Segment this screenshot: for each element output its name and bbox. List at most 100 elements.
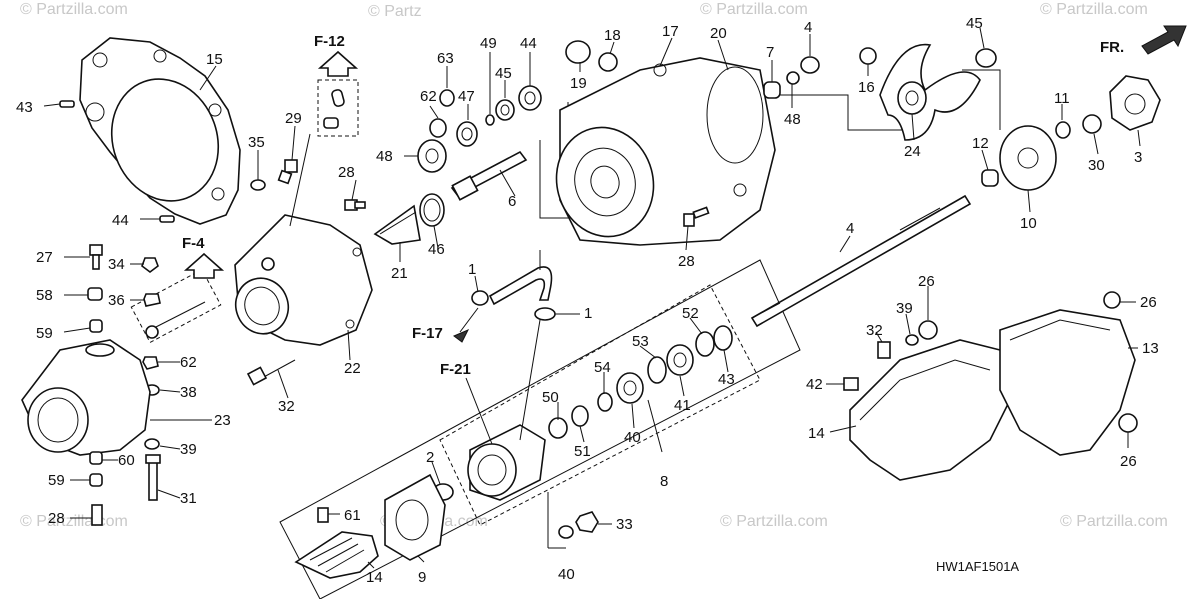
bolt-41 — [843, 377, 859, 391]
watermark-top-right: © Partzilla.com — [700, 1, 808, 18]
callout-20: 19 — [570, 75, 587, 92]
nut-49 — [975, 48, 997, 68]
f4-arrow-icon — [183, 252, 225, 279]
callout-29: 28 — [338, 164, 355, 181]
callout-50: 46 — [428, 241, 445, 258]
callout-61: 62 — [180, 354, 197, 371]
callout-16: 15 — [206, 51, 223, 68]
collar-58-top — [87, 287, 103, 301]
callout-28-c: 28 — [678, 253, 695, 270]
callout-54: 51 — [574, 443, 591, 460]
pin-43a — [59, 100, 75, 108]
ring-55 — [695, 331, 715, 357]
bearing-45 — [456, 121, 478, 147]
washer-51 — [786, 71, 800, 85]
front-label: FR. — [1100, 39, 1124, 56]
bolt-28-bottom — [91, 504, 103, 526]
callout-26-a: 26 — [918, 273, 935, 290]
clamp-1-a — [471, 290, 489, 306]
washer-40 — [558, 525, 574, 539]
f12-detail-box — [317, 79, 359, 137]
watermark-bottom-left: © Partzilla.com — [20, 513, 128, 530]
bolt-28-top — [89, 244, 103, 270]
screw-60 — [317, 507, 329, 523]
diagram-code: HW1AF1501A — [936, 559, 1019, 574]
callout-25: 24 — [904, 143, 921, 160]
callout-59-a: 59 — [36, 325, 53, 342]
callout-21: 20 — [710, 25, 727, 42]
collar-62-b — [429, 118, 447, 138]
stopper-27 — [1103, 291, 1121, 309]
callout-60: 61 — [344, 507, 361, 524]
cover-9 — [384, 473, 446, 561]
shaft-6 — [450, 150, 528, 201]
f12-fitting — [323, 89, 345, 129]
callout-27: 26 — [1140, 294, 1157, 311]
collar-58-bottom — [89, 473, 103, 487]
callout-55: 52 — [682, 305, 699, 322]
callout-13: 13 — [1142, 340, 1159, 357]
callout-43b: 44 — [112, 212, 129, 229]
ring-54 — [571, 405, 589, 427]
callout-28-a: 27 — [36, 249, 53, 266]
cover-14 — [849, 339, 1011, 481]
callout-34: 32 — [866, 322, 883, 339]
callout-18: 17 — [662, 23, 679, 40]
callout-2: 2 — [426, 449, 434, 466]
coupling-3 — [1109, 75, 1161, 131]
nut-61 — [142, 356, 159, 370]
cap-7 — [763, 81, 781, 99]
callout-24: 23 — [214, 412, 231, 429]
bolt-32 — [145, 454, 161, 501]
callout-49: 45 — [966, 15, 983, 32]
callout-26-b: 26 — [1120, 453, 1137, 470]
intake-housing-24 — [21, 339, 151, 456]
callout-56: 53 — [632, 333, 649, 350]
callout-31: 30 — [1088, 157, 1105, 174]
callout-6: 6 — [508, 193, 516, 210]
coupling-10 — [999, 125, 1057, 191]
bolt-30 — [277, 159, 298, 185]
callout-62-b: 63 — [437, 50, 454, 67]
hose-63 — [488, 266, 553, 306]
callout-47: 44 — [520, 35, 537, 52]
callout-4: 4 — [846, 220, 854, 237]
impeller-box-right — [962, 69, 1001, 130]
plug-19 — [598, 52, 618, 72]
washer-11 — [1055, 121, 1071, 139]
leader-lines — [43, 27, 1141, 569]
nozzle-23 — [234, 214, 373, 346]
housing-8 — [467, 424, 546, 501]
nut-31 — [1082, 114, 1102, 134]
callout-23: 22 — [344, 360, 361, 377]
o-ring-50 — [419, 193, 445, 227]
callout-12: 12 — [972, 135, 989, 152]
callout-44-a: 40 — [624, 429, 641, 446]
callout-58-a: 58 — [36, 287, 53, 304]
seal-42 — [713, 325, 733, 351]
callout-48: 45 — [495, 65, 512, 82]
ref-f21: F-21 — [440, 361, 471, 378]
cap-12 — [981, 169, 999, 187]
bearing-48 — [495, 99, 515, 121]
callout-40: 40 — [558, 566, 575, 583]
washer-37 — [250, 179, 266, 191]
callout-53: 50 — [542, 389, 559, 406]
callout-46: 48 — [376, 148, 393, 165]
callout-33: 32 — [278, 398, 295, 415]
watermark-top: © Partz — [368, 3, 422, 20]
callout-35: 33 — [616, 516, 633, 533]
bolt-34 — [877, 341, 891, 359]
seal-kit-box — [439, 284, 761, 526]
nut-35 — [575, 511, 599, 533]
washer-39-right — [905, 334, 919, 346]
lower-assembly-box — [279, 259, 801, 599]
callout-11: 11 — [1054, 90, 1070, 107]
callout-58-b: 59 — [48, 472, 65, 489]
callout-19: 18 — [604, 27, 621, 44]
callout-7: 7 — [766, 44, 774, 61]
bearing-44-a — [666, 344, 694, 376]
bolt-29 — [344, 199, 366, 211]
